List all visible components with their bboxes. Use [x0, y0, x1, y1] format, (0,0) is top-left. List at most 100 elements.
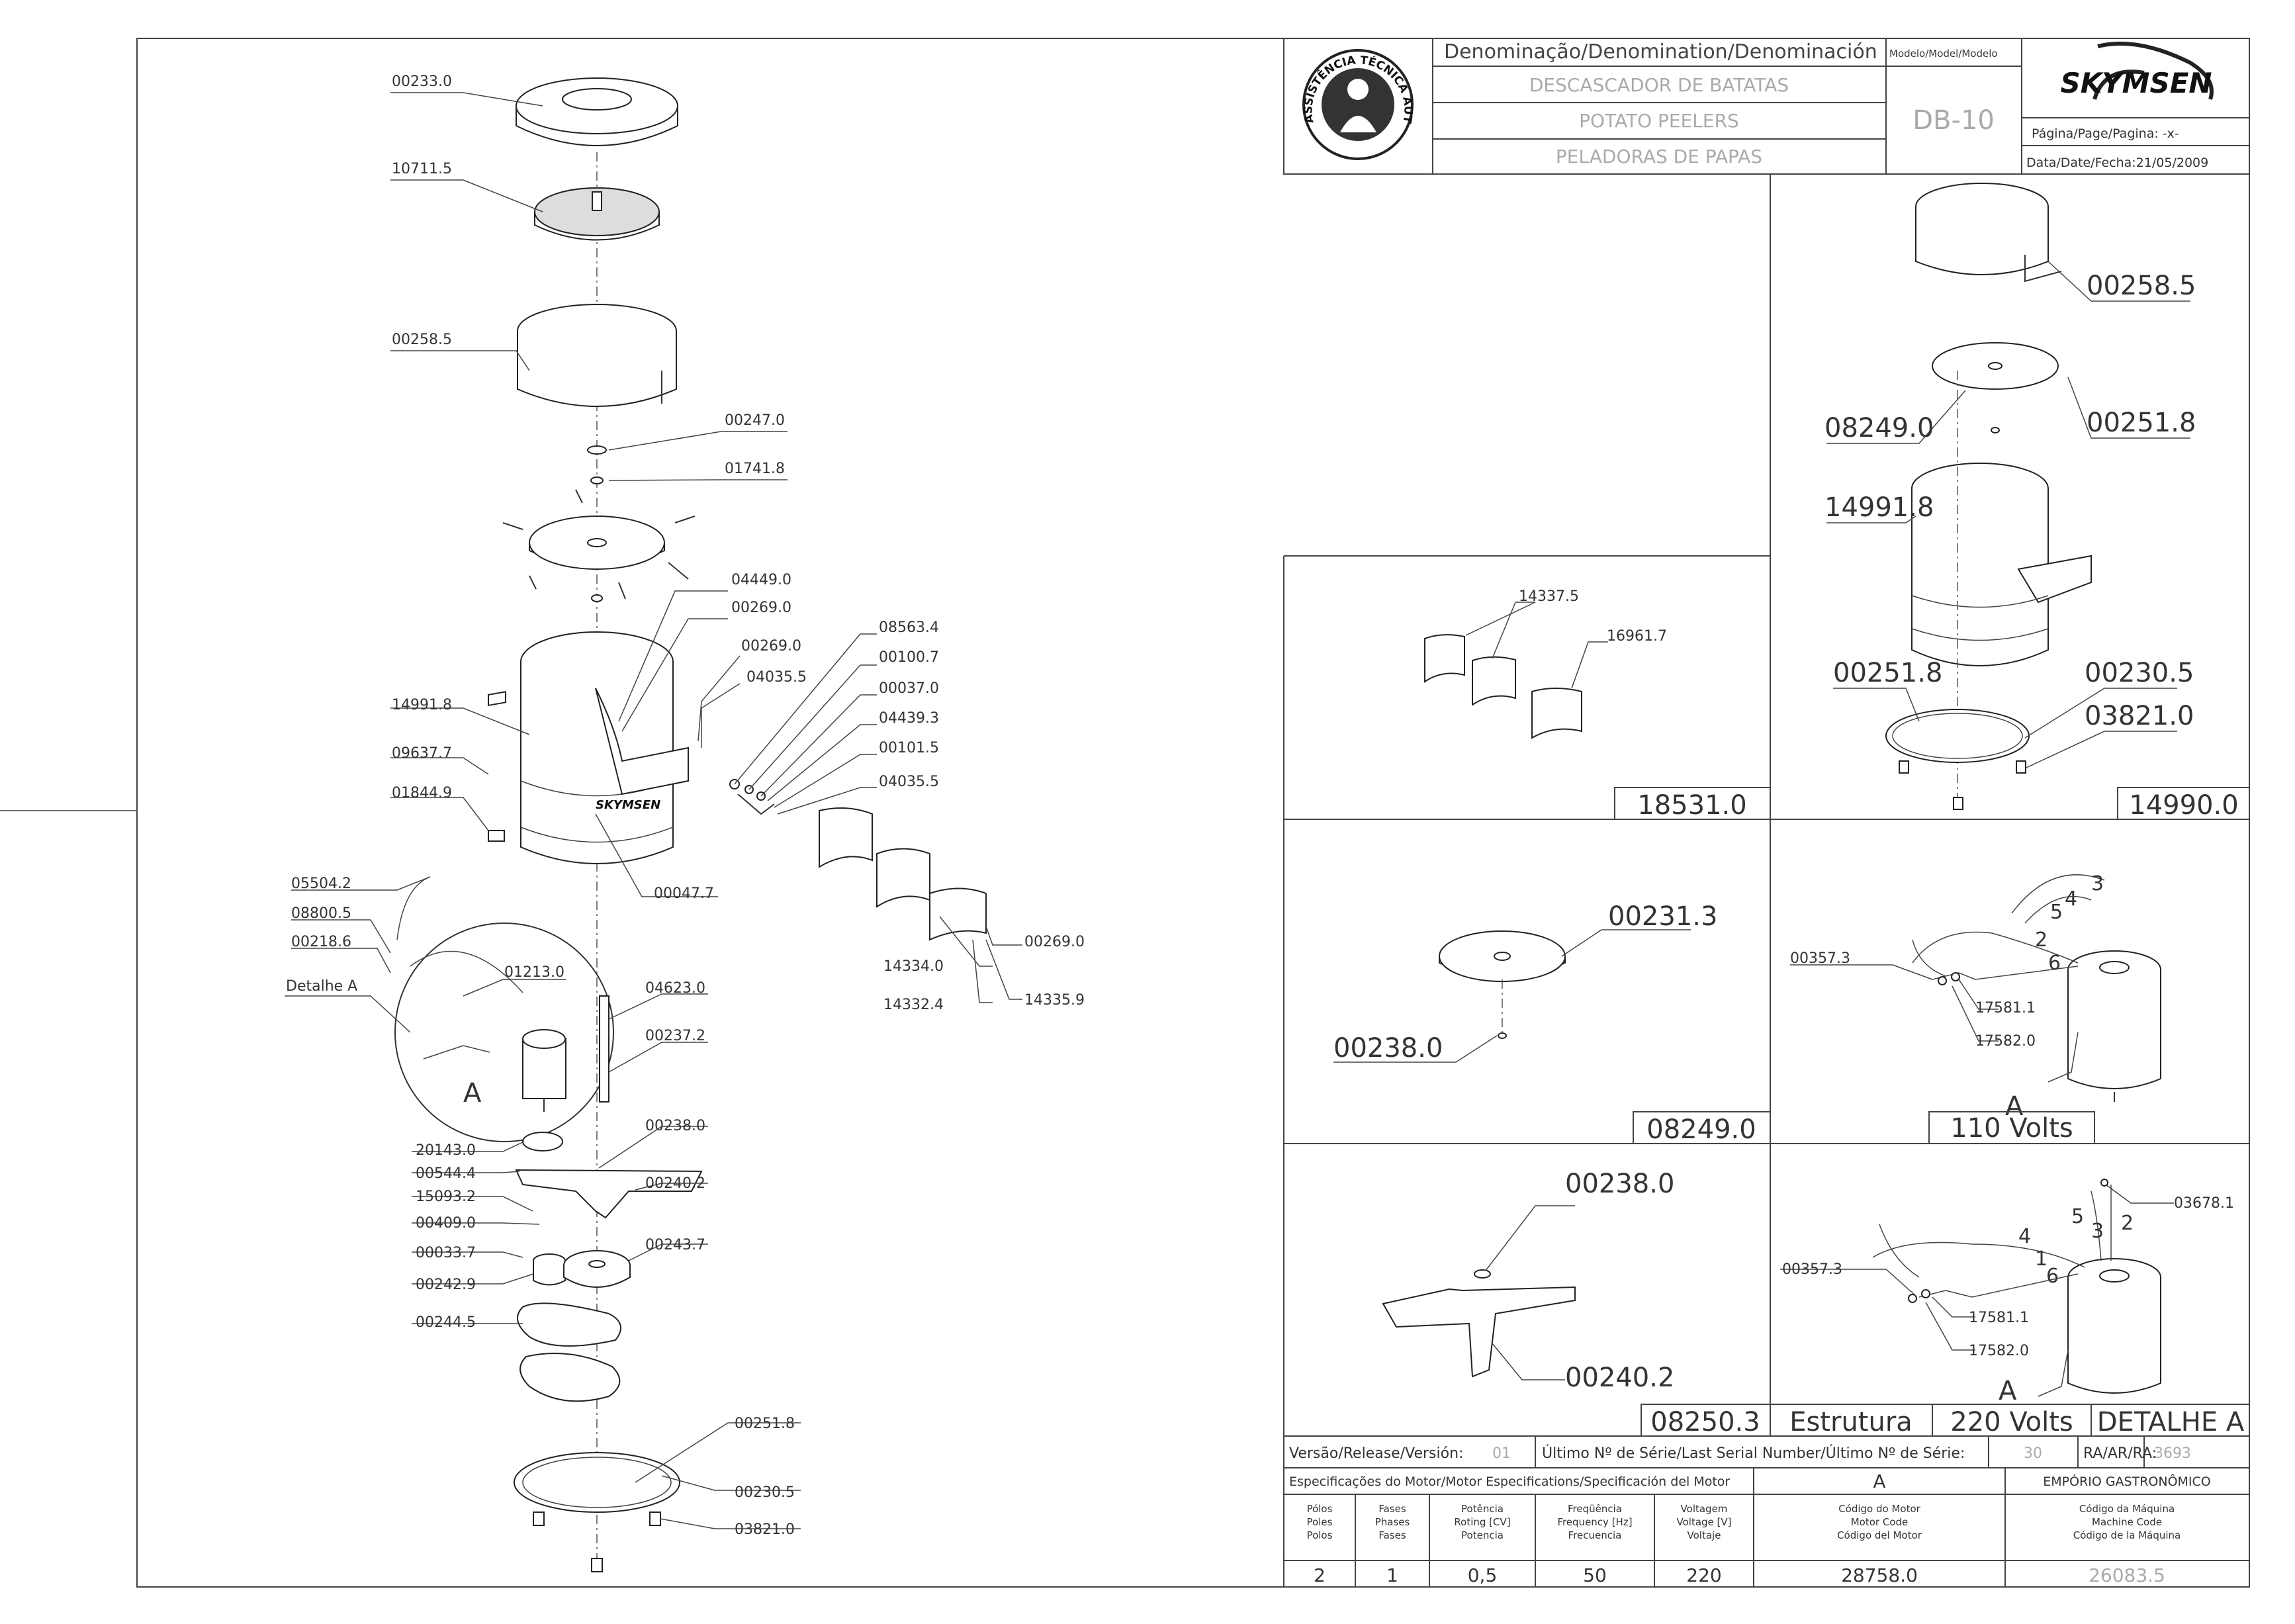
splash-ring-part — [517, 304, 677, 407]
denomination-header: Denominação/Denomination/Denominación — [1444, 40, 1877, 64]
part-label: 00269.0 — [741, 638, 801, 654]
part-label: 00242.9 — [416, 1277, 476, 1293]
assembly-label: 220 Volts — [1950, 1407, 2073, 1437]
part-label: 03821.0 — [2085, 701, 2194, 731]
bearing-part — [522, 1132, 563, 1151]
svg-text:Pólos: Pólos — [1307, 1503, 1333, 1515]
part-label: 16961.7 — [1607, 628, 1667, 645]
assembly-code: 14990.0 — [2129, 790, 2238, 821]
spec-value: 26083.5 — [2089, 1564, 2165, 1586]
spec-col-phases: Fases Phases Fases 1 — [1375, 1503, 1410, 1586]
part-label: 03678.1 — [2174, 1195, 2234, 1212]
svg-text:Machine Code: Machine Code — [2092, 1516, 2162, 1528]
part-label: 14334.0 — [883, 958, 944, 975]
svg-text:Fases: Fases — [1378, 1529, 1406, 1541]
spec-value: 220 — [1686, 1564, 1721, 1586]
part-label: 17581.1 — [1975, 1000, 2036, 1016]
part-label: 04035.5 — [746, 669, 807, 686]
assembly-box-08249: 00231.3 00238.0 08249.0 — [1333, 901, 1771, 1145]
assembly-code: 08250.3 — [1650, 1407, 1760, 1437]
part-label: Detalhe A — [286, 978, 357, 995]
wire-number: 4 — [2018, 1225, 2031, 1248]
structure-label: Estrutura — [1789, 1407, 1912, 1437]
spec-col-poles: Pólos Poles Polos 2 — [1307, 1503, 1333, 1586]
part-label: 00218.6 — [291, 934, 351, 950]
detail-a-letter: A — [463, 1078, 482, 1108]
wire-number: 3 — [2091, 872, 2104, 895]
spec-value: 28758.0 — [1841, 1564, 1918, 1586]
part-label: 00047.7 — [654, 885, 714, 902]
assembly-box-08250: 00238.0 00240.2 08250.3 Estrutura — [1382, 1169, 1933, 1437]
part-label: 03821.0 — [735, 1521, 795, 1538]
part-label: 00033.7 — [416, 1245, 476, 1261]
part-label: 00357.3 — [1790, 950, 1850, 967]
part-label: 00269.0 — [1024, 934, 1085, 950]
part-label: 00258.5 — [2087, 271, 2196, 301]
part-label: 00238.0 — [1565, 1169, 1674, 1199]
motor-spec-label: Especificações do Motor/Motor Especifica… — [1289, 1474, 1730, 1489]
part-label: 05504.2 — [291, 876, 351, 892]
part-label: 01844.9 — [392, 785, 452, 801]
spec-col-machine-code: Código da Máquina Machine Code Código de… — [2073, 1503, 2181, 1586]
part-label: 00357.3 — [1782, 1261, 1842, 1278]
assembly-box-220v: 03678.1 00357.3 17581.1 17582.0 5 3 2 4 … — [1780, 1179, 2250, 1437]
svg-text:Código da Máquina: Código da Máquina — [2079, 1503, 2175, 1515]
spec-value: 0,5 — [1468, 1564, 1498, 1586]
door-parts — [729, 779, 987, 941]
part-label: 00037.0 — [879, 680, 939, 697]
assembly-box-18531: 14337.5 16961.7 18531.0 — [1424, 588, 1771, 821]
part-label: 00238.0 — [1333, 1033, 1443, 1063]
skymsen-logo-icon: SKYMSEN — [2060, 41, 2214, 100]
spec-value: 2 — [1314, 1564, 1326, 1586]
svg-text:Potência: Potência — [1461, 1503, 1504, 1515]
detail-letter: A — [1999, 1376, 2017, 1406]
part-label: 04439.3 — [879, 710, 939, 727]
wire-number: 5 — [2071, 1205, 2084, 1228]
wire-number: 6 — [2046, 1265, 2059, 1288]
part-label: 00251.8 — [735, 1416, 795, 1432]
part-label: 20143.0 — [416, 1142, 476, 1159]
date-label: Data/Date/Fecha:21/05/2009 — [2026, 156, 2208, 170]
motor-letter: A — [1873, 1470, 1885, 1492]
version-value: 01 — [1492, 1445, 1511, 1462]
part-label: 14332.4 — [883, 997, 944, 1013]
part-label: 08800.5 — [291, 905, 351, 922]
part-label: 14991.8 — [1824, 492, 1934, 523]
part-label: 00544.4 — [416, 1165, 476, 1182]
part-label: 00238.0 — [645, 1118, 705, 1134]
part-label: 00244.5 — [416, 1314, 476, 1331]
svg-text:Potencia: Potencia — [1461, 1529, 1504, 1541]
assembly-box-14990: 00258.5 08249.0 00251.8 14991.8 00251.8 … — [1824, 183, 2250, 821]
part-label: 04623.0 — [645, 980, 705, 997]
part-label: 00251.8 — [2087, 408, 2196, 438]
part-label: 00240.2 — [645, 1175, 705, 1192]
svg-text:Código del Motor: Código del Motor — [1837, 1529, 1922, 1541]
part-label: 14335.9 — [1024, 992, 1085, 1009]
lid-part — [516, 77, 678, 146]
rod-part — [599, 995, 609, 1103]
svg-text:Fases: Fases — [1378, 1503, 1406, 1515]
detail-letter: A — [2005, 1091, 2024, 1122]
part-label: 01741.8 — [725, 461, 785, 477]
part-label: 00269.0 — [731, 600, 791, 616]
spec-block: Versão/Release/Versión: 01 Último Nº de … — [1289, 1436, 2211, 1587]
name-en: POTATO PEELERS — [1579, 110, 1739, 132]
wire-number: 4 — [2065, 887, 2077, 911]
authorized-service-seal-icon: ASSISTÊNCIA TÉCNICA AUTORIZADA — [0, 0, 1415, 160]
part-label: 00247.0 — [725, 412, 785, 429]
seal-text: ASSISTÊNCIA TÉCNICA AUTORIZADA — [0, 0, 1415, 124]
ra-label: RA/AR/RA: — [2083, 1445, 2157, 1462]
svg-text:Código de la Máquina: Código de la Máquina — [2073, 1529, 2181, 1541]
main-exploded-view: SKYMSEN A — [394, 77, 987, 1572]
part-label: 00233.0 — [392, 73, 452, 90]
part-label: 00240.2 — [1565, 1363, 1674, 1393]
part-label: 00251.8 — [1833, 658, 1942, 688]
main-labels: 00233.0 10711.5 00258.5 00247.0 01741.8 … — [286, 73, 1085, 1538]
name-es: PELADORAS DE PAPAS — [1556, 146, 1762, 167]
detail-a-circle — [394, 876, 614, 1142]
ra-value: 3693 — [2154, 1445, 2191, 1462]
nut-part — [590, 476, 604, 484]
belt-part — [519, 1353, 621, 1402]
svg-text:Poles: Poles — [1307, 1516, 1333, 1528]
